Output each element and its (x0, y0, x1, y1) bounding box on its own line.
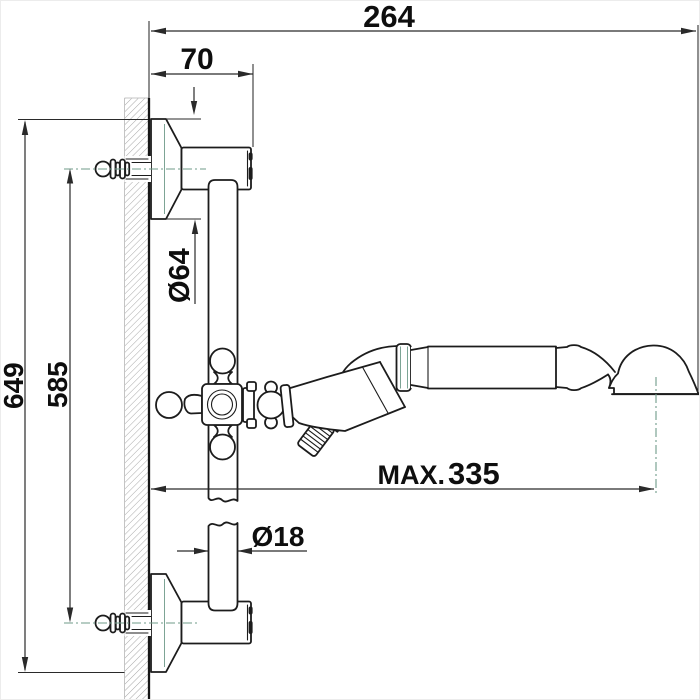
dim-fixing-centers-label: 585 (42, 361, 73, 408)
dimension-max-reach: MAX. 335 (151, 456, 654, 493)
holder-knuckle (242, 380, 295, 430)
handshower-holder (242, 361, 406, 457)
dimension-fixing-centers: 585 (42, 168, 74, 623)
holder-cup (286, 361, 406, 432)
dim-overall-height-label: 649 (1, 362, 29, 409)
dimension-overall-width: 264 (148, 1, 699, 392)
dim-max-reach-prefix: MAX. (378, 460, 446, 490)
dimension-rail-diameter: Ø18 (177, 521, 307, 555)
dim-overall-width-label: 264 (363, 1, 415, 34)
dimension-overall-height: 649 (1, 118, 148, 674)
wall-section (124, 97, 151, 699)
hand-shower-neck (555, 344, 616, 392)
slider-cross-handle (155, 347, 243, 461)
dim-flange-diameter-label: Ø64 (164, 248, 196, 303)
dim-rail-diameter-label: Ø18 (252, 521, 305, 552)
hand-shower-head (608, 344, 699, 396)
hand-shower-collar-ring (395, 343, 412, 392)
hand-shower-handle (410, 345, 557, 390)
centerlines (64, 168, 657, 624)
dim-max-reach-value: 335 (448, 456, 500, 491)
dimension-flange-diameter: Ø64 (164, 118, 201, 304)
dimension-wall-offset: 70 (151, 43, 254, 147)
hand-shower-body (395, 343, 699, 396)
dim-wall-offset-label: 70 (180, 43, 213, 76)
